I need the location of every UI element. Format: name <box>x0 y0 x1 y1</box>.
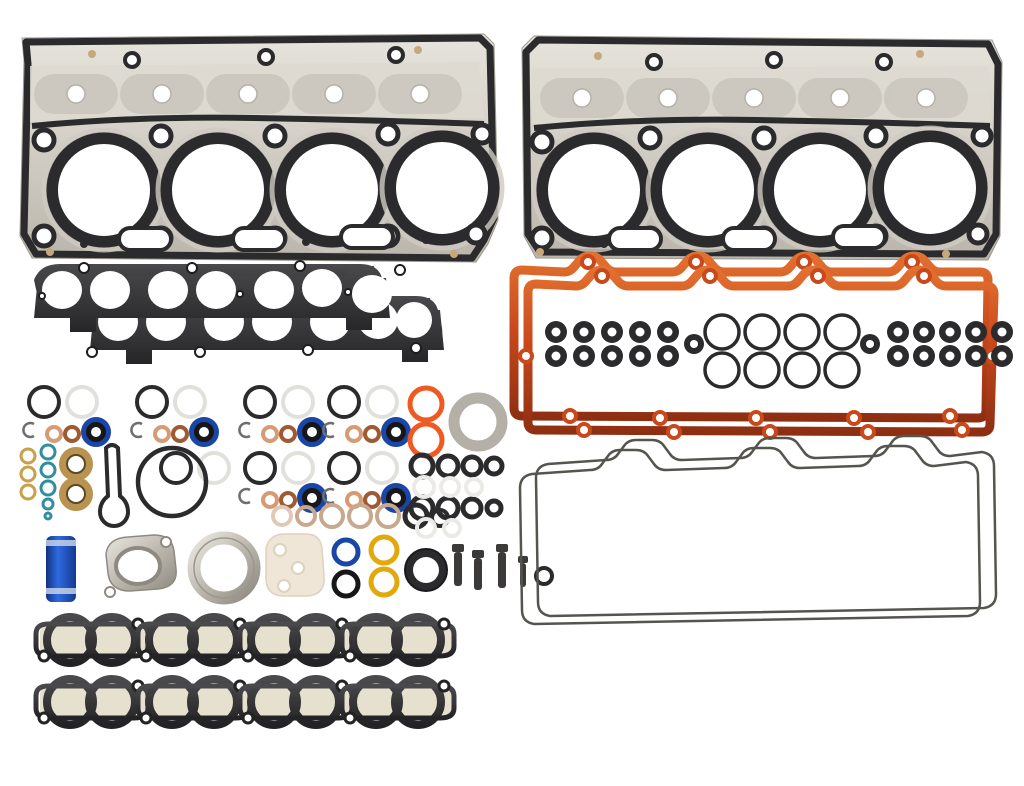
part-intake-manifold-gaskets: Intake Manifold Gaskets (pair) <box>33 613 462 735</box>
pedestal-gasket <box>265 533 325 597</box>
injector-seal-ring-group <box>703 313 861 389</box>
runner-pair <box>339 613 457 667</box>
valve-cover-outline-rear <box>534 434 998 618</box>
intake-gasket-upper <box>33 613 457 667</box>
white-oring-rows-right <box>412 475 484 539</box>
part-label-hardware-row: Hardware Row: oil cooler tube, flange ga… <box>40 608 41 609</box>
cylinder-bore-group <box>41 125 505 253</box>
turbo-drain-seal-ring <box>187 531 261 605</box>
small-black-oring <box>534 566 554 586</box>
copper-oring-row <box>271 502 450 530</box>
part-valve-cover-outline-gasket: Valve Cover Gasket Outline (thin black r… <box>514 434 1008 629</box>
part-label-head-gasket-left: Cylinder Head Gasket (left bank) <box>14 268 15 269</box>
injector-kit <box>238 451 327 513</box>
part-hardware-row: Hardware Row: oil cooler tube, flange ga… <box>40 531 554 609</box>
large-black-oring <box>135 445 209 519</box>
flange-bolt <box>496 544 508 588</box>
injector-kit <box>238 385 327 447</box>
injector-kit <box>322 451 411 513</box>
exhaust-gasket-front <box>34 260 406 332</box>
intake-gasket-lower <box>33 675 457 729</box>
part-label-oring-seal-array: Injector O-Ring & Seal Assortment <box>14 538 15 539</box>
brass-seal <box>59 447 93 511</box>
grommet-cluster-right <box>860 321 1013 367</box>
part-valve-cover-gasket-orange: Valve Cover / Lower Valve Cover Gaskets … <box>509 251 1013 440</box>
valve-cover-outline-front <box>518 444 982 626</box>
injector-kit <box>22 385 111 447</box>
dipstick-tube-seal <box>97 443 131 528</box>
head-gasket-body <box>19 33 505 263</box>
injector-seal-kits <box>22 385 411 513</box>
runner-pair <box>237 613 355 667</box>
part-label-valve-cover-outline-gasket: Valve Cover Gasket Outline (thin black r… <box>514 628 515 629</box>
part-head-gasket-right: Cylinder Head Gasket (right bank) <box>516 30 1008 268</box>
blue-tube-part <box>46 536 76 602</box>
part-label-exhaust-manifold-gaskets: Exhaust Manifold Gaskets (pair, overlapp… <box>28 376 29 377</box>
crank-seal <box>404 548 448 592</box>
part-oring-seal-array: Injector O-Ring & Seal Assortment <box>14 385 508 539</box>
flange-bolt <box>472 550 484 590</box>
blue-black-oring-pair <box>331 537 361 599</box>
injector-kit <box>159 451 231 485</box>
grommet-cluster-left <box>545 321 704 367</box>
silver-crush-washer <box>448 392 508 452</box>
head-gasket-body <box>521 35 1003 261</box>
orange-oring-pair <box>407 385 445 459</box>
gold-oring-pair <box>368 534 400 598</box>
injector-kit <box>130 385 219 447</box>
valve-cover-gasket-rear <box>509 251 993 426</box>
injector-kit <box>322 385 411 447</box>
part-exhaust-manifold-gaskets: Exhaust Manifold Gaskets (pair, overlapp… <box>28 260 462 376</box>
part-head-gasket-left: Cylinder Head Gasket (left bank) <box>14 30 505 269</box>
exhaust-flange-gasket <box>104 534 177 598</box>
part-label-valve-cover-gasket-orange: Valve Cover / Lower Valve Cover Gaskets … <box>510 438 511 439</box>
small-oring-cluster-left <box>19 443 209 528</box>
runner-pair <box>339 675 457 729</box>
part-label-intake-manifold-gaskets: Intake Manifold Gaskets (pair) <box>34 734 35 735</box>
flange-bolt <box>452 544 464 586</box>
